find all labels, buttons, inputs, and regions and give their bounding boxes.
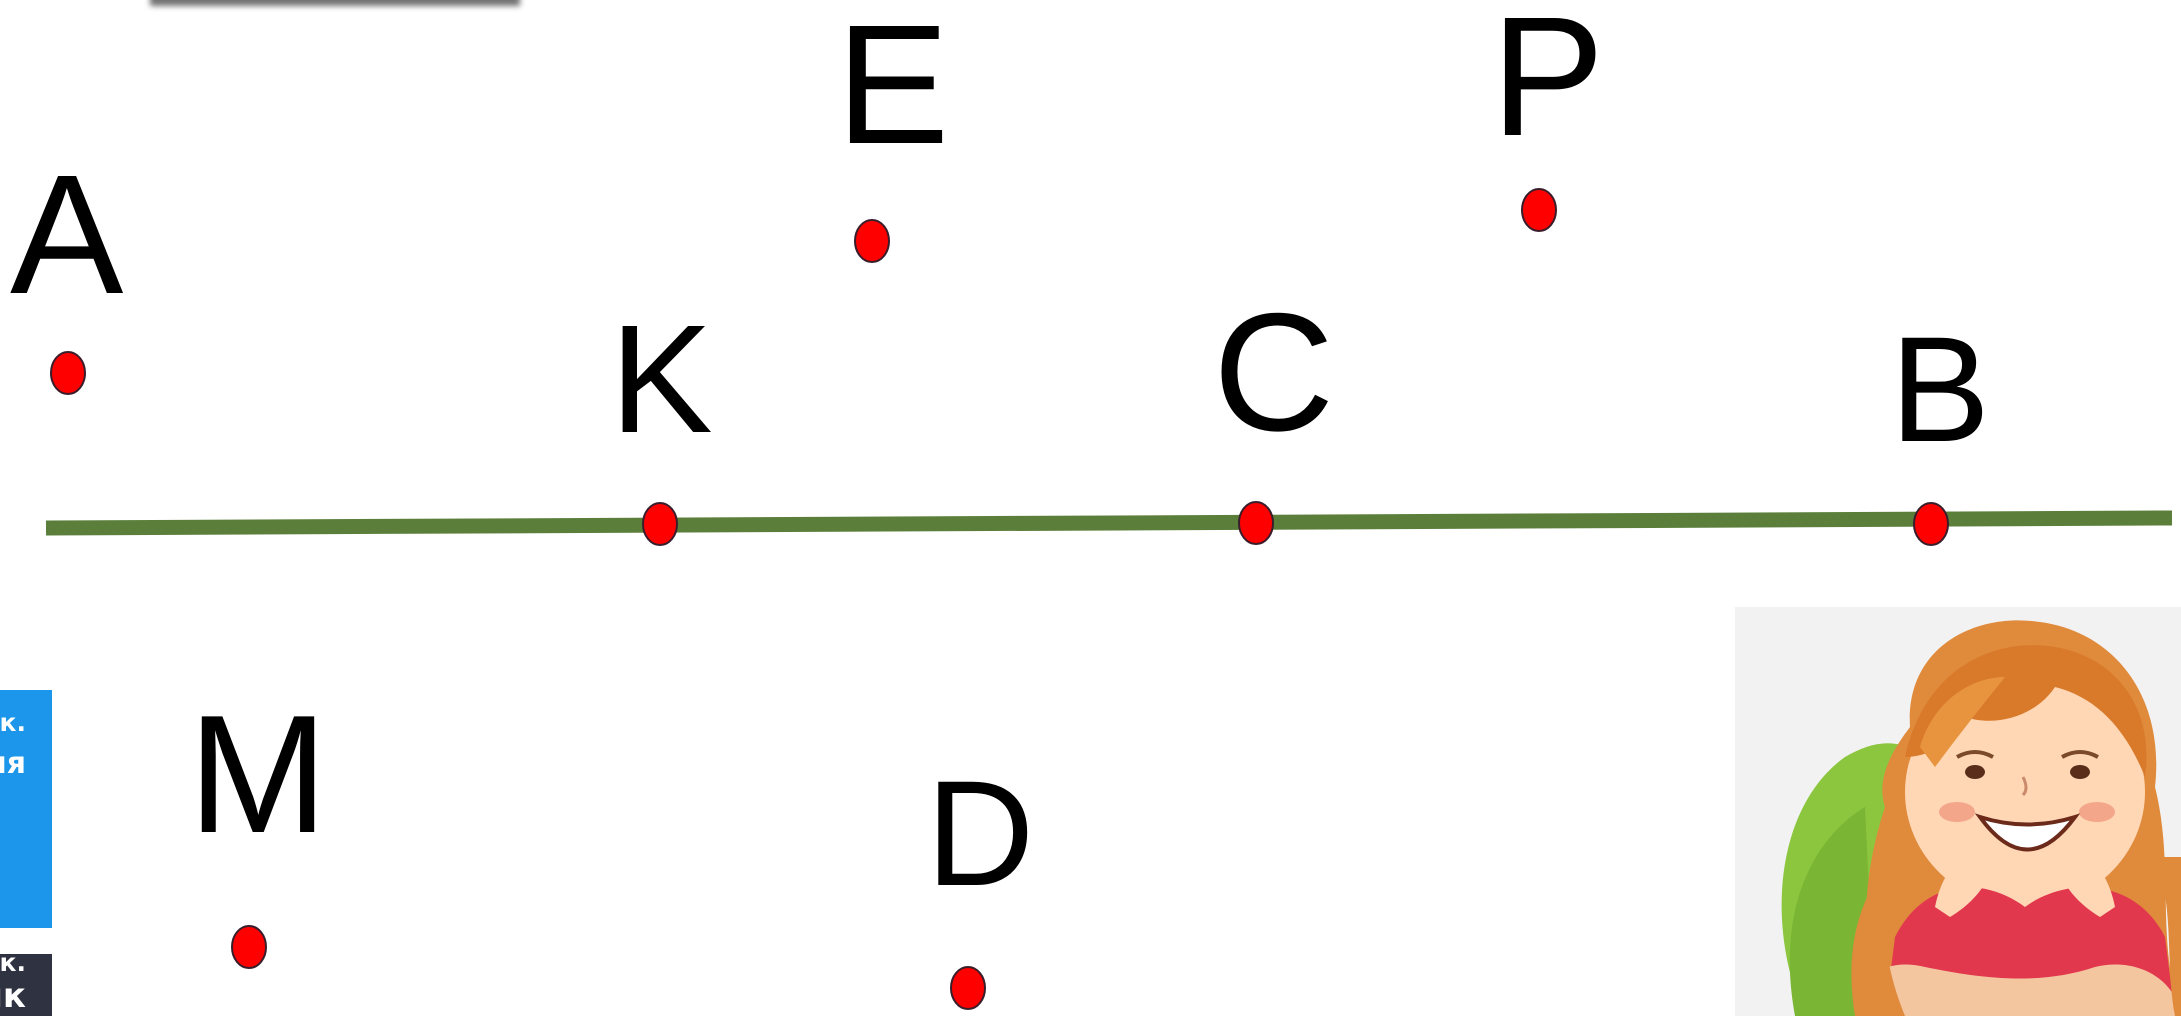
side-tab-blue-line2: ия — [0, 746, 26, 781]
side-tab-dark-line1: к. — [0, 954, 26, 977]
side-tab-dark-line2: ик — [0, 976, 26, 1016]
point-d-dot — [950, 966, 986, 1010]
point-p-dot — [1521, 188, 1557, 232]
point-k-label: K — [610, 293, 713, 465]
point-e-dot — [854, 219, 890, 263]
point-d-label: D — [926, 749, 1035, 917]
side-tab-blue-line1: к. — [0, 708, 26, 737]
point-m-dot — [231, 925, 267, 969]
point-a-label: A — [10, 140, 124, 330]
straight-line — [45, 510, 2173, 536]
point-k-dot — [642, 502, 678, 546]
point-p-label: P — [1491, 0, 1605, 172]
smiling-girl-icon — [1735, 607, 2181, 1016]
point-c-label: C — [1213, 278, 1335, 466]
point-a-dot — [50, 351, 86, 395]
side-tab-dark[interactable]: к. ик — [0, 954, 52, 1016]
point-e-label: E — [836, 0, 950, 180]
side-tab-blue[interactable]: к. ия — [0, 690, 52, 928]
point-m-label: M — [188, 680, 328, 868]
point-b-label: B — [1890, 305, 1991, 473]
point-b-dot — [1913, 502, 1949, 546]
point-c-dot — [1238, 501, 1274, 545]
